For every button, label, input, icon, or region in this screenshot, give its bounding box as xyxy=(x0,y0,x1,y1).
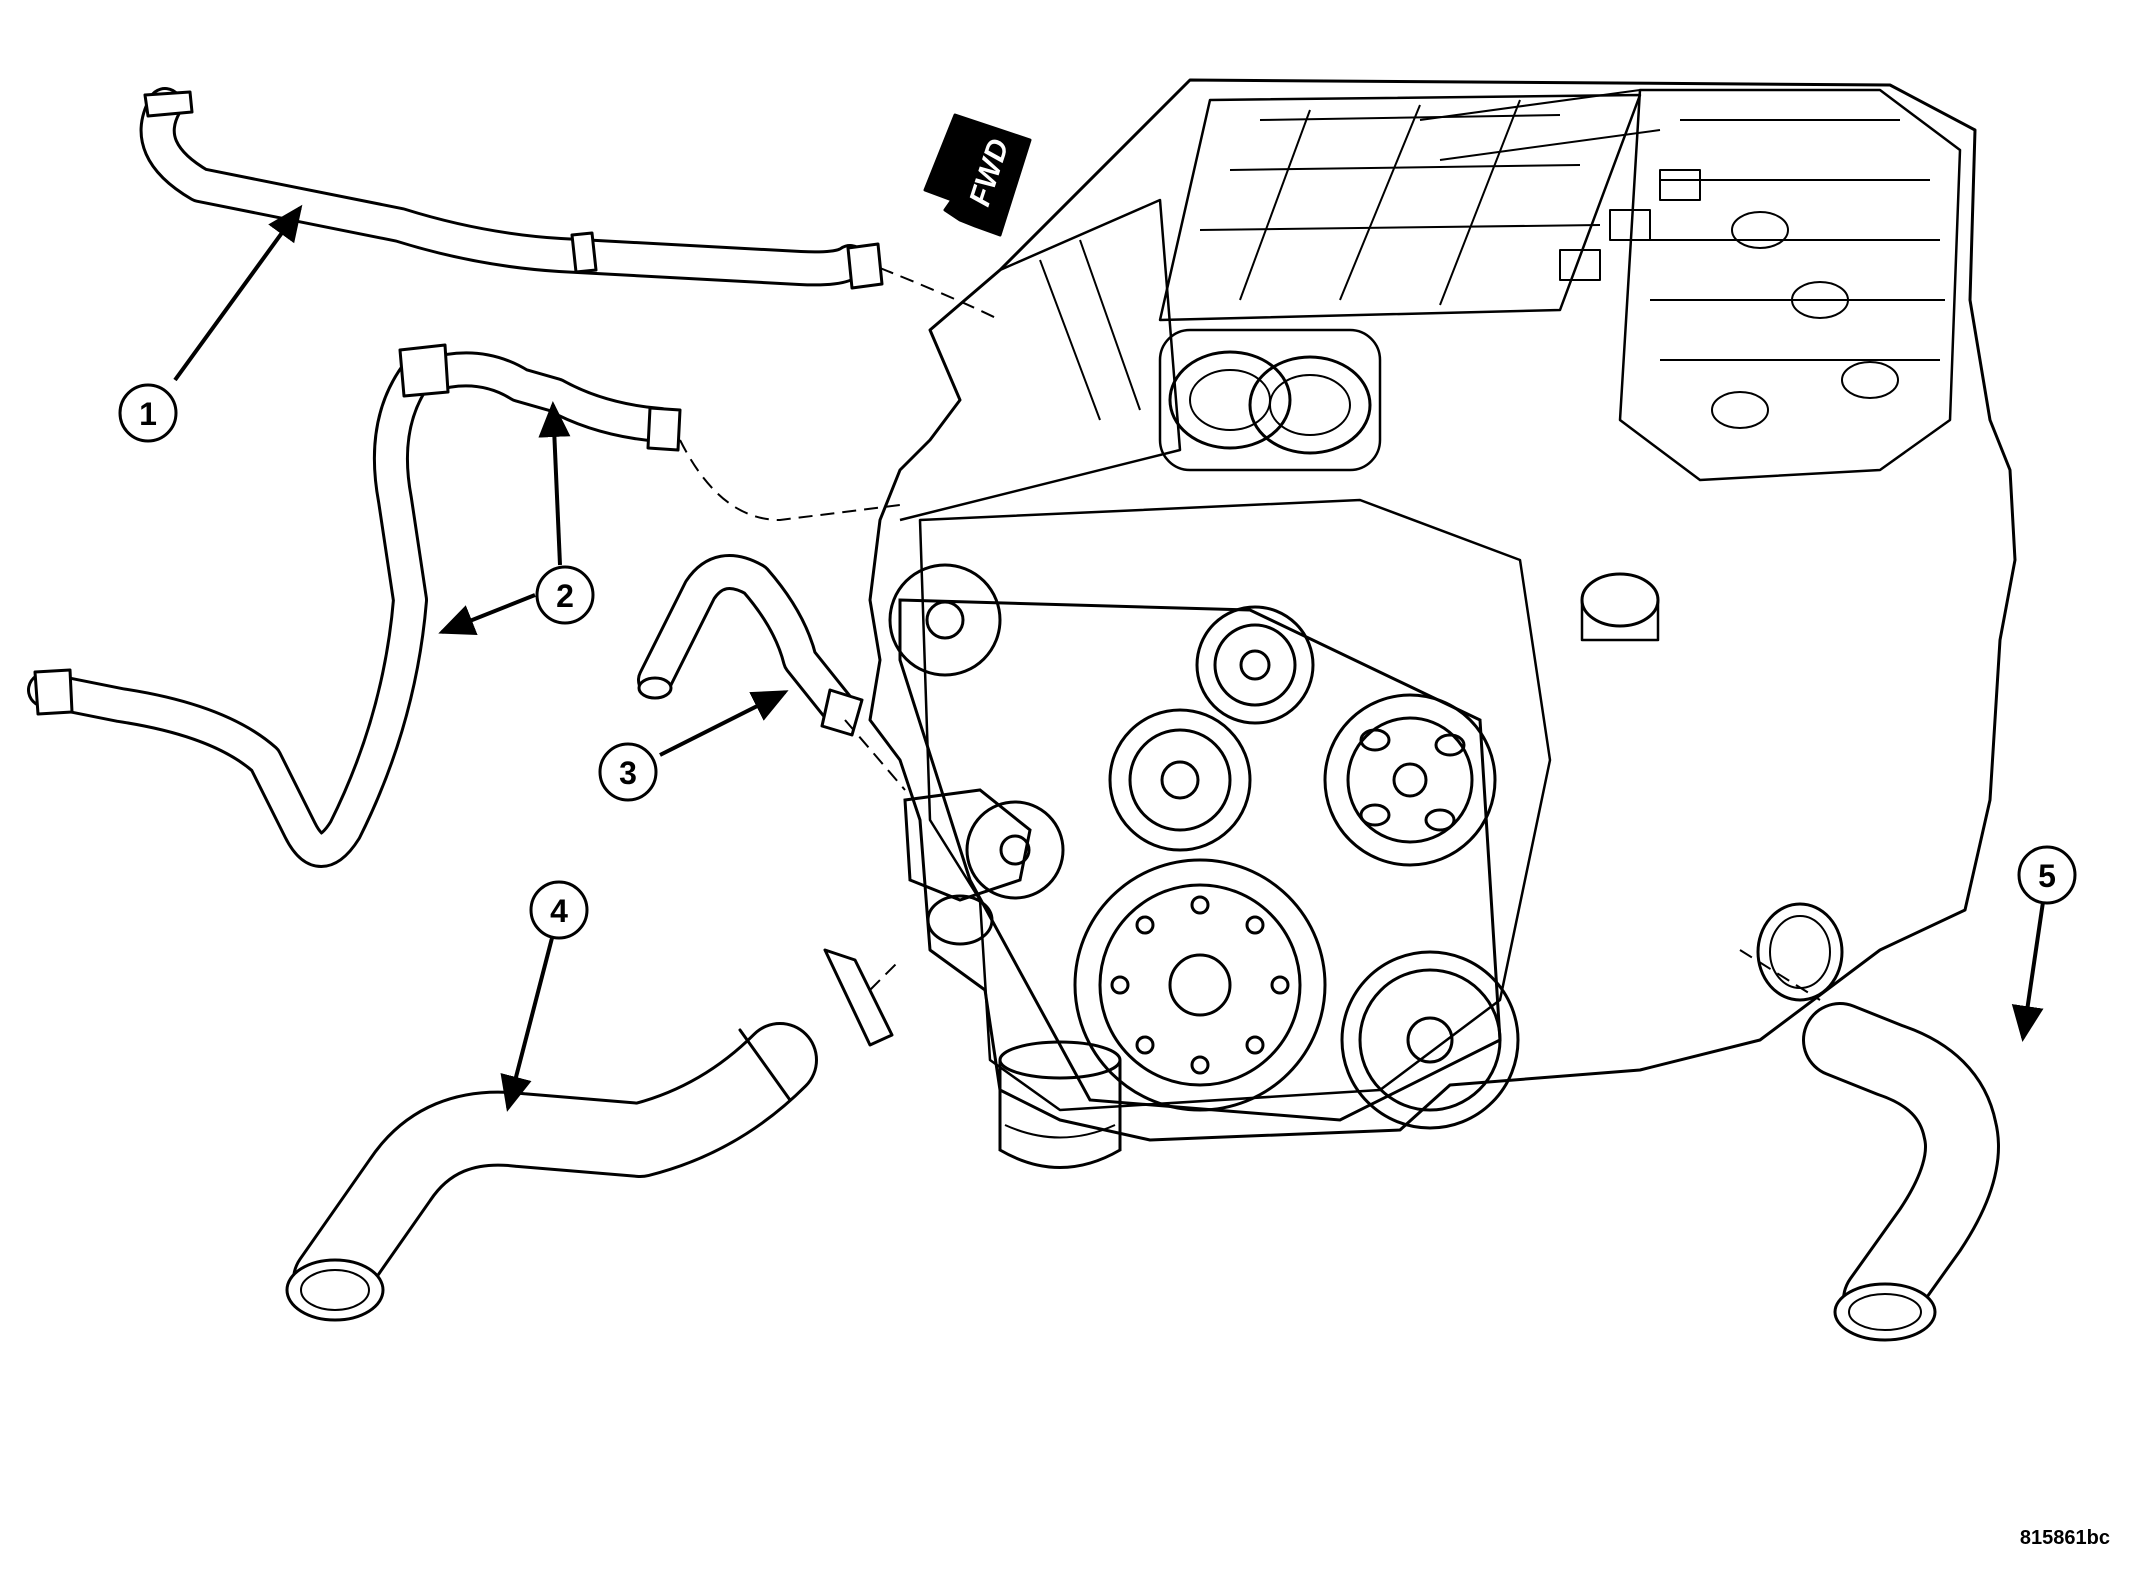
heater-hose-1 xyxy=(139,87,884,290)
callout-4-label: 4 xyxy=(550,893,568,929)
engine-assembly xyxy=(868,78,2017,1142)
callout-1-label: 1 xyxy=(139,396,157,432)
pulley-idler-upper-left xyxy=(888,563,1002,677)
forward-direction-arrow: FWD xyxy=(923,113,1032,237)
assembly-leader-lines xyxy=(679,267,1821,1001)
callout-3: 3 xyxy=(598,690,789,802)
pulley-idler-upper xyxy=(1195,605,1315,725)
heater-hose-2 xyxy=(27,343,682,868)
callout-1: 1 xyxy=(118,204,303,443)
callout-2-label: 2 xyxy=(556,578,574,614)
radiator-hose-4 xyxy=(285,948,894,1322)
callout-3-label: 3 xyxy=(619,755,637,791)
figure-id: 815861bc xyxy=(2019,1527,2110,1549)
serpentine-belt xyxy=(898,598,1502,1122)
pulley-crankshaft-damper xyxy=(1073,858,1327,1112)
pulley-power-steering xyxy=(1323,693,1497,867)
thermostat-housing xyxy=(903,788,1032,946)
callout-4: 4 xyxy=(500,880,589,1112)
callout-5: 5 xyxy=(2011,845,2077,1042)
bypass-hose-3 xyxy=(637,554,864,737)
pulley-tensioner xyxy=(965,800,1065,900)
radiator-hose-5 xyxy=(1756,902,2000,1342)
pulley-alternator xyxy=(1108,708,1252,852)
callout-5-label: 5 xyxy=(2038,858,2056,894)
callout-2: 2 xyxy=(438,401,595,636)
